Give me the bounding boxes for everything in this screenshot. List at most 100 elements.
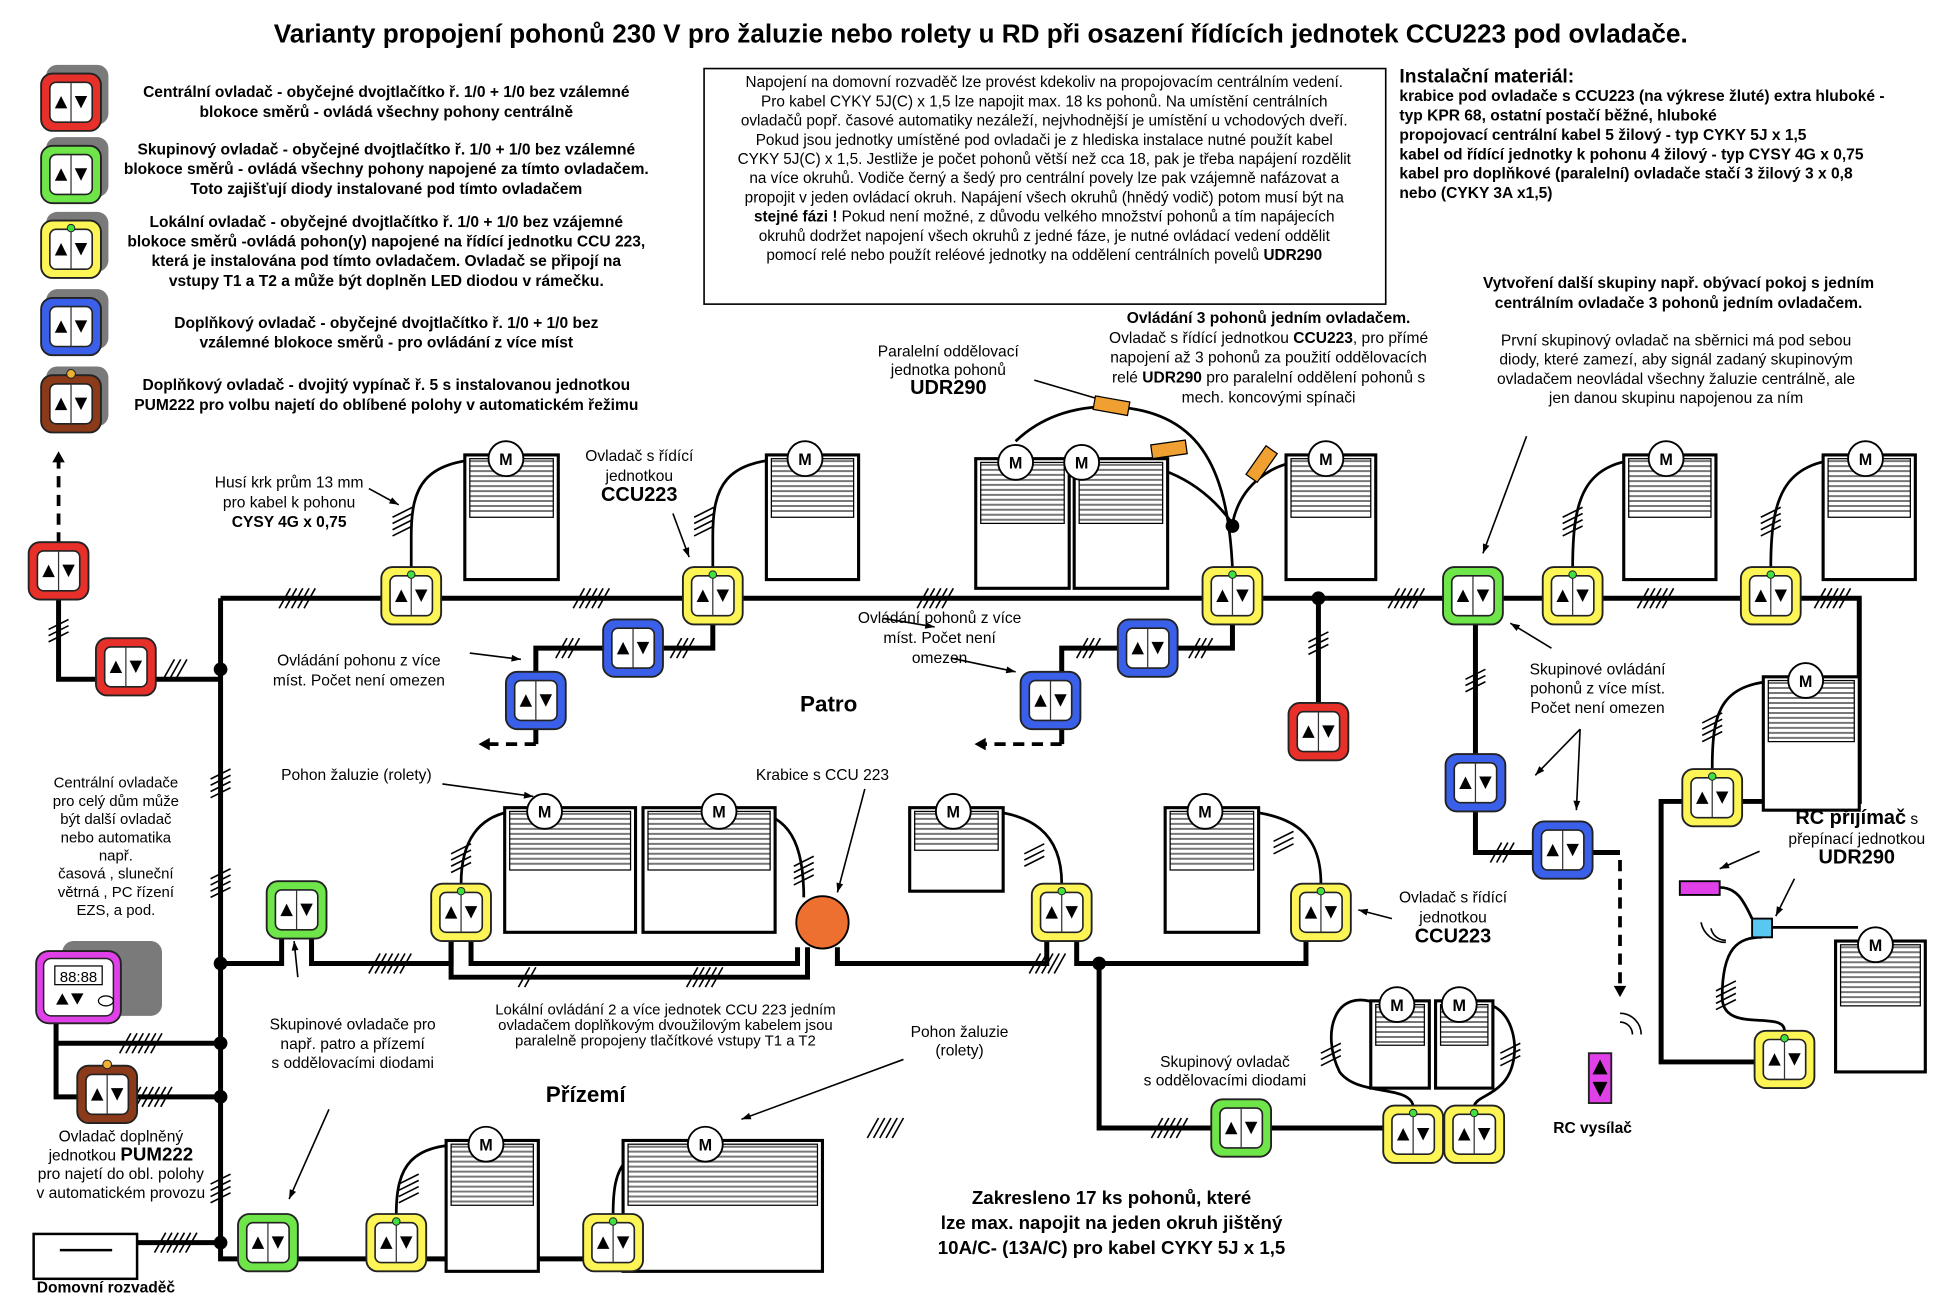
ccu-top-line: jednotkou — [605, 468, 673, 485]
hatch-mark — [1715, 986, 1737, 998]
central-switch[interactable] — [95, 637, 157, 697]
local-switch[interactable] — [1290, 882, 1352, 942]
hatch-mark — [793, 868, 815, 880]
local-switch[interactable] — [40, 211, 109, 279]
blind: M — [1434, 986, 1495, 1090]
hatch-mark — [210, 774, 231, 786]
hatch-mark — [698, 966, 712, 988]
additional-switch[interactable] — [1531, 820, 1594, 880]
hatch-mark — [1715, 980, 1737, 992]
new-group-title-line: Vytvoření další skupiny např. obývací po… — [1483, 275, 1874, 292]
junction-dot — [213, 662, 228, 677]
local-switch[interactable] — [681, 566, 744, 626]
local-switch[interactable] — [1541, 566, 1604, 626]
additional-switch[interactable] — [602, 618, 664, 678]
additional-switch[interactable] — [40, 289, 109, 357]
central-note-line: být další ovladač — [60, 811, 172, 828]
legend-text-line: blokoce směrů - ovládá všechny pohony na… — [124, 161, 649, 178]
local-switch[interactable] — [1739, 566, 1802, 626]
hatch-mark — [1819, 587, 1833, 609]
local-switch[interactable] — [1030, 882, 1093, 942]
text-segment: Vytvoření další skupiny např. obývací po… — [1483, 275, 1874, 292]
local-switch[interactable] — [1443, 1104, 1506, 1164]
hatch-mark — [210, 1179, 231, 1192]
motor-icon: M — [467, 1125, 505, 1163]
bus-wire — [220, 937, 454, 966]
local-switch[interactable] — [1681, 768, 1744, 828]
local-switch[interactable] — [430, 882, 492, 942]
local-switch[interactable] — [380, 566, 443, 626]
text-segment: UDR290 — [910, 377, 986, 399]
arrow-up-icon — [1216, 589, 1229, 603]
pum-switch[interactable] — [40, 366, 109, 434]
arrowhead-icon — [1775, 906, 1784, 917]
hatch-mark — [162, 658, 176, 680]
timer-automation[interactable]: 88:88 — [35, 941, 162, 1025]
arrowhead-icon — [741, 1112, 752, 1120]
arrow-up-icon — [616, 641, 630, 655]
additional-switch[interactable] — [1444, 753, 1507, 813]
additional-switch[interactable] — [1116, 618, 1179, 678]
text-segment: UDR290 — [1819, 847, 1895, 869]
local-switch[interactable] — [582, 1213, 644, 1273]
hatch-mark — [1082, 637, 1095, 659]
info-text-line: propojit v jeden ovládací okruh. Napájen… — [745, 189, 1345, 206]
arrow-up-icon — [54, 168, 68, 181]
central-switch[interactable] — [1287, 702, 1350, 762]
group-switch[interactable] — [40, 137, 109, 205]
text-segment: relé — [1112, 370, 1142, 387]
group-switch[interactable] — [1442, 566, 1504, 626]
patro-line: Patro — [800, 692, 857, 717]
arrowhead-icon — [291, 941, 299, 951]
material-text-line: kabel pro doplňkové (paralelní) ovladače… — [1399, 166, 1853, 183]
hatch-mark — [941, 587, 955, 609]
hatch-mark — [1273, 836, 1294, 849]
hatch-mark — [1701, 724, 1723, 737]
rc-transmitter-line: RC vysílač — [1553, 1120, 1632, 1137]
local-switch[interactable] — [1382, 1104, 1444, 1164]
legend-text-line: PUM222 pro volbu najetí do oblíbené polo… — [134, 397, 638, 414]
central-switch[interactable] — [40, 64, 109, 132]
arrowhead-icon — [1510, 623, 1521, 631]
hatch-mark — [210, 768, 231, 780]
arrow-down-icon — [1566, 843, 1579, 857]
hatch-mark — [399, 953, 412, 974]
drive-cable — [1014, 404, 1234, 569]
text-segment: s — [1906, 811, 1918, 828]
arrow-down-icon — [1324, 906, 1338, 919]
group-switch[interactable] — [237, 1213, 299, 1273]
hatch-mark — [669, 637, 683, 659]
additional-switch[interactable] — [505, 670, 567, 731]
local-switch[interactable] — [365, 1213, 428, 1273]
rc-transmitter[interactable] — [1587, 1052, 1613, 1105]
ccu-box-line: Krabice s CCU 223 — [756, 767, 889, 784]
hatch-mark — [1053, 953, 1067, 974]
info-text-line: okruhů dodržet napojení všech okruhů z j… — [759, 228, 1331, 245]
additional-switch[interactable] — [1019, 670, 1082, 731]
local-switch[interactable] — [1201, 566, 1264, 626]
group-switch[interactable] — [1210, 1098, 1273, 1158]
text-segment: RC přijímač — [1795, 807, 1906, 829]
pum-switch[interactable] — [76, 1059, 139, 1124]
local-switch[interactable] — [1753, 1029, 1816, 1090]
arrow-up-icon — [1768, 1053, 1781, 1066]
blind: M — [1369, 986, 1431, 1090]
hatch-mark — [1308, 643, 1329, 656]
hatch-mark — [693, 506, 715, 518]
arrow-down-icon — [716, 589, 729, 603]
hatch-mark — [1701, 712, 1723, 724]
hatch-mark — [1320, 1042, 1342, 1054]
hatch-mark — [1826, 587, 1839, 609]
text-segment: Ovladač s řídící jednotkou — [1109, 330, 1293, 347]
led-icon — [1766, 570, 1776, 579]
group-switch[interactable] — [265, 880, 328, 940]
central-switch[interactable] — [27, 541, 90, 601]
hatch-mark — [517, 966, 531, 988]
group-multi-line: Počet není omezen — [1531, 700, 1665, 717]
arrow-down-icon — [1479, 776, 1492, 789]
text-segment: 10A/C- (13A/C) pro kabel CYKY 5J x 1,5 — [938, 1237, 1286, 1258]
annotation-arrow — [1575, 729, 1581, 811]
hatch-mark — [793, 855, 815, 867]
